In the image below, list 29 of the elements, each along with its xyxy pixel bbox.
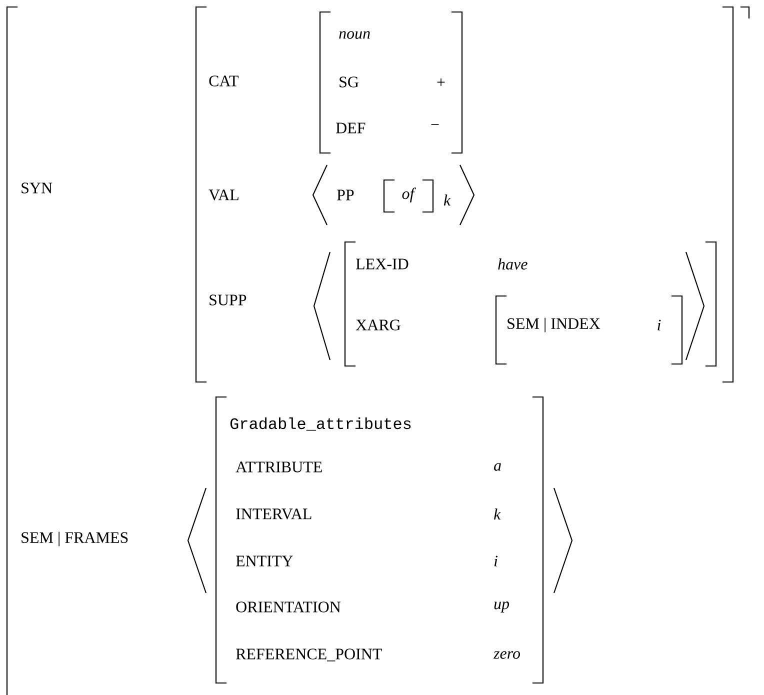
- type-label: Gradable_attributes: [230, 417, 411, 431]
- feature-label: SUPP: [210, 294, 246, 306]
- feature-label: SEM | INDEX: [508, 318, 600, 332]
- value-label: −: [431, 124, 439, 125]
- value-label: zero: [493, 651, 520, 659]
- feature-label: INTERVAL: [236, 508, 312, 520]
- value-label: have: [498, 258, 528, 270]
- feature-label: ORIENTATION: [236, 602, 341, 612]
- feature-label: SEM | FRAMES: [22, 532, 128, 546]
- feature-label: CAT: [209, 76, 239, 86]
- feature-label: SYN: [22, 182, 52, 194]
- feature-label: DEF: [336, 122, 366, 134]
- feature-label: LEX-ID: [356, 258, 408, 270]
- value-label: PP: [337, 190, 354, 200]
- value-label: k: [494, 508, 501, 520]
- feature-label: ENTITY: [236, 556, 293, 566]
- value-label: a: [494, 463, 501, 471]
- feature-label: VAL: [208, 190, 238, 200]
- feature-label: XARG: [356, 320, 400, 330]
- value-label: i: [658, 320, 661, 330]
- feature-label: REFERENCE_POINT: [236, 648, 382, 662]
- value-label: of: [402, 188, 416, 202]
- value-label: up: [494, 602, 510, 612]
- value-label: +: [437, 78, 445, 86]
- value-label: noun: [339, 31, 370, 39]
- feature-label: SG: [340, 76, 358, 88]
- value-label: i: [494, 556, 498, 566]
- index-label: k: [444, 194, 451, 206]
- feature-label: ATTRIBUTE: [236, 462, 322, 472]
